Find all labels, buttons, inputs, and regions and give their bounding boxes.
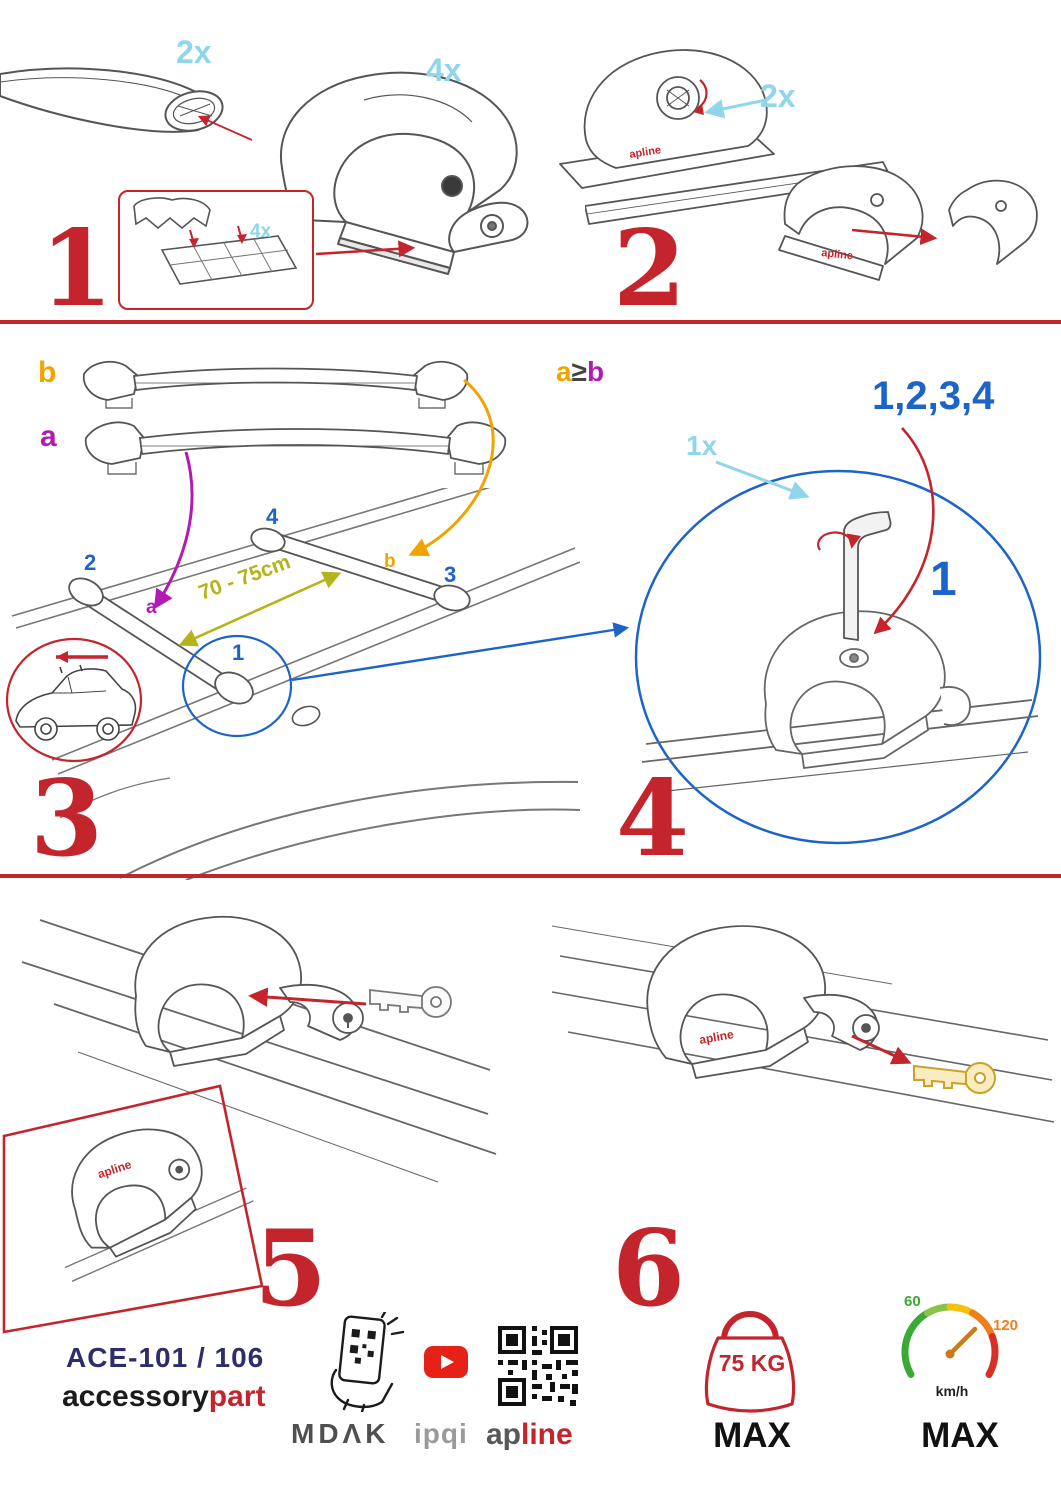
apline-ap: ap bbox=[486, 1418, 522, 1451]
tighten-first-label: 1 bbox=[930, 553, 957, 606]
distance-condition: a≥b bbox=[556, 358, 604, 386]
condition-b: b bbox=[586, 356, 605, 387]
apline-brand-on-foot: apline bbox=[821, 247, 854, 262]
step2-foot-knob-drawing: apline bbox=[559, 49, 775, 189]
step1-pad-inset-box bbox=[118, 190, 314, 310]
roof-position-4: 4 bbox=[266, 504, 279, 529]
qr-code bbox=[498, 1326, 578, 1406]
speed-max-label: MAX bbox=[921, 1416, 999, 1455]
model-number: ACE-101 / 106 bbox=[66, 1342, 265, 1373]
step1-foot-qty: 4x bbox=[426, 52, 462, 88]
crossbar-b-drawing bbox=[82, 360, 469, 409]
speedometer-icon bbox=[901, 1303, 999, 1378]
step1-pad-qty: 4x bbox=[250, 221, 272, 242]
accessorypart-logo: accessorypart bbox=[62, 1382, 265, 1412]
step2-qty: 2x bbox=[760, 78, 796, 114]
step5-lock-drawing bbox=[21, 916, 497, 1183]
bar-b-label: b bbox=[38, 356, 57, 389]
weight-limit-value: 75 KG bbox=[718, 1350, 786, 1376]
step5-number: 5 bbox=[254, 1206, 328, 1330]
rail-cover-drawing bbox=[291, 705, 321, 727]
speed-60-label: 60 bbox=[904, 1293, 921, 1310]
roof-label-b: b bbox=[384, 551, 396, 572]
weight-max-label: MAX bbox=[713, 1416, 791, 1455]
lock-key-drawing bbox=[369, 986, 452, 1018]
brand-accessory: accessory bbox=[62, 1380, 209, 1413]
step4-qty: 1x bbox=[686, 430, 718, 461]
apline-brand-on-foot: apline bbox=[629, 144, 662, 161]
apline-logo: apline bbox=[486, 1420, 573, 1450]
step2-number: 2 bbox=[613, 206, 687, 330]
brand-part: part bbox=[208, 1380, 266, 1413]
tighten-order-label: 1,2,3,4 bbox=[872, 374, 995, 418]
apline-badge bbox=[441, 175, 463, 197]
crossbar-a-drawing bbox=[84, 421, 507, 475]
step1-number: 1 bbox=[40, 206, 114, 330]
condition-operator: ≥ bbox=[571, 356, 587, 387]
condition-a: a bbox=[556, 356, 572, 387]
section-divider-1 bbox=[0, 320, 1061, 324]
weight-limit-icon bbox=[704, 1311, 796, 1413]
step3-number: 3 bbox=[30, 756, 104, 880]
speed-120-label: 120 bbox=[993, 1317, 1019, 1334]
mdak-logo: MDΛK bbox=[291, 1418, 390, 1449]
step1-bar-qty: 2x bbox=[176, 34, 212, 70]
step1-crossbar-drawing bbox=[0, 67, 224, 133]
roof-position-2: 2 bbox=[84, 550, 97, 575]
bar-a-label: a bbox=[40, 420, 57, 453]
youtube-icon bbox=[424, 1346, 468, 1378]
roof-position-1: 1 bbox=[232, 640, 245, 665]
torque-bolt bbox=[849, 653, 859, 663]
rear-crossbar-on-roof bbox=[250, 527, 471, 612]
zoom-circle bbox=[634, 469, 1042, 845]
phone-scan-icon bbox=[330, 1312, 405, 1412]
ipqi-logo: ipqi bbox=[414, 1418, 468, 1449]
apline-line: line bbox=[521, 1418, 573, 1451]
car-direction-inset bbox=[15, 651, 137, 741]
speedometer-needle bbox=[947, 1326, 978, 1357]
step4-number: 4 bbox=[616, 756, 690, 880]
step2-assembly-drawing: apline bbox=[585, 161, 1038, 281]
step4-zoom-drawing bbox=[634, 469, 1042, 845]
section-divider-2 bbox=[0, 874, 1061, 878]
yellow-key-drawing bbox=[913, 1062, 996, 1094]
step6-unlock-drawing: apline bbox=[552, 925, 1055, 1123]
step6-number: 6 bbox=[612, 1206, 686, 1330]
roof-position-3: 3 bbox=[444, 562, 457, 587]
step1-pad-drawing bbox=[133, 197, 298, 285]
roof-label-a: a bbox=[146, 597, 157, 618]
speed-unit-label: km/h bbox=[935, 1383, 969, 1399]
apline-brand-on-foot: apline bbox=[698, 1027, 735, 1047]
